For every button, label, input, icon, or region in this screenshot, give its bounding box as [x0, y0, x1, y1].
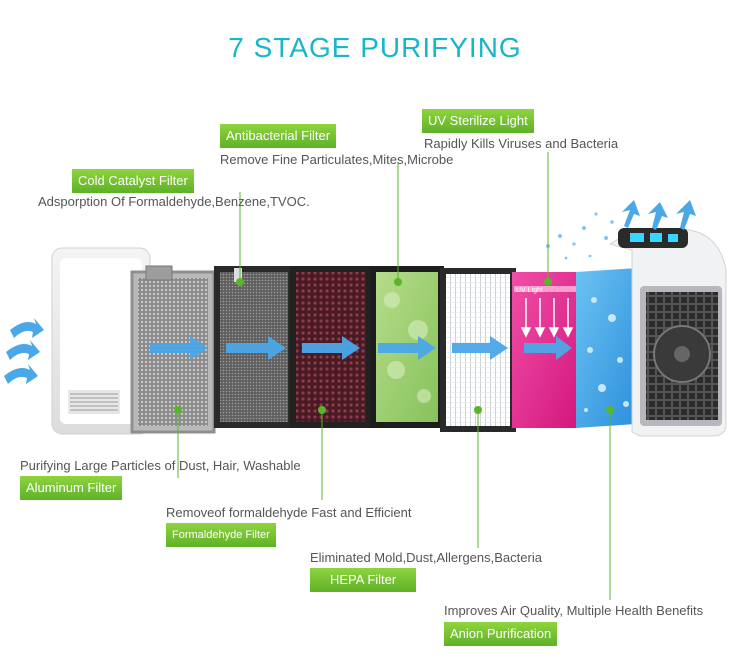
- ion-particles: [546, 212, 614, 260]
- anion-panel: [576, 268, 638, 428]
- leader-dots: [174, 278, 614, 414]
- air-in-arrows: [4, 318, 44, 384]
- air-flow-arrows: [150, 336, 572, 360]
- cold-catalyst-tag: Cold Catalyst Filter: [72, 169, 194, 193]
- cold-catalyst-desc: Adsporption Of Formaldehyde,Benzene,TVOC…: [38, 194, 310, 209]
- purifier-body: [608, 228, 727, 437]
- antibacterial-tag: Antibacterial Filter: [220, 124, 337, 148]
- uv-sterilize-tag: UV Sterilize Light: [422, 109, 534, 133]
- aluminum-desc: Purifying Large Particles of Dust, Hair,…: [20, 458, 301, 473]
- uv-panel-label: UV Light: [516, 287, 543, 294]
- formaldehyde-tag: Formaldehyde Filter: [166, 523, 276, 547]
- aluminum-tag: Aluminum Filter: [20, 476, 123, 500]
- air-out-arrows: [622, 200, 696, 230]
- page-title: 7 STAGE PURIFYING: [228, 32, 522, 63]
- hepa-tag: HEPA Filter: [310, 568, 417, 592]
- anion-desc: Improves Air Quality, Multiple Health Be…: [444, 603, 704, 618]
- antibacterial-desc: Remove Fine Particulates,Mites,Microbe: [220, 152, 454, 167]
- anion-tag: Anion Purification: [444, 622, 558, 646]
- leader-lines: [177, 152, 611, 600]
- uv-sterilize-desc: Rapidly Kills Viruses and Bacteria: [424, 136, 619, 151]
- hepa-desc: Eliminated Mold,Dust,Allergens,Bacteria: [310, 550, 542, 565]
- formaldehyde-desc: Removeof formaldehyde Fast and Efficient: [166, 505, 412, 520]
